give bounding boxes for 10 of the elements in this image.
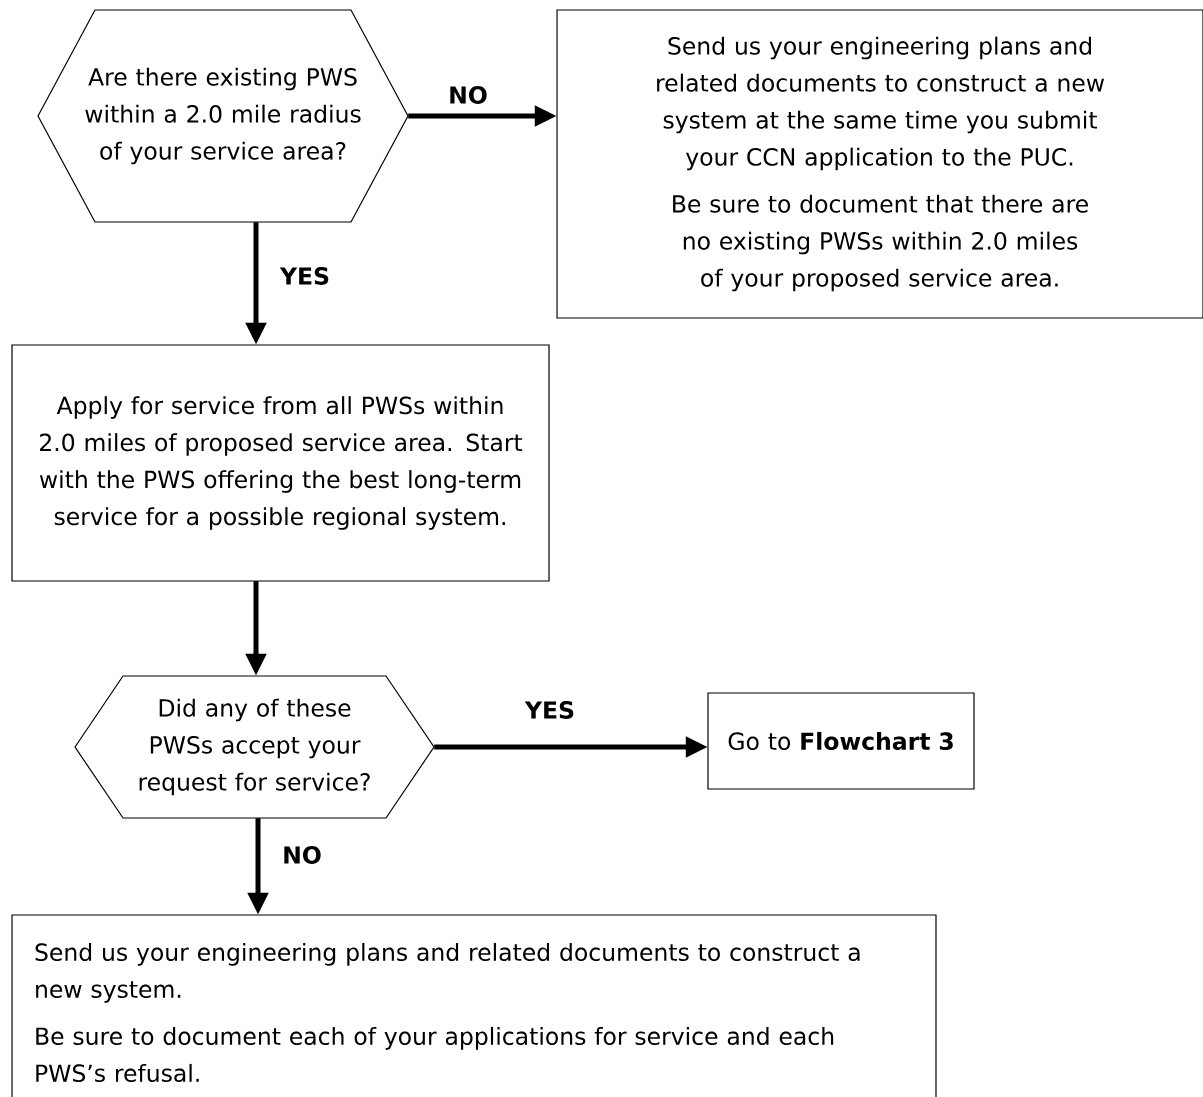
process-box: Send us your engineering plans and related documents to construct a new system. Be sure to document each of your applications for service and each PWS’s refusal.	[11, 914, 937, 1097]
edge-label: YES	[524, 700, 576, 720]
edge-label: YES	[279, 266, 331, 286]
decision-hexagon: Are there existing PWS within a 2.0 mile radius of your service area?	[37, 9, 409, 223]
decision-hexagon: Did any of these PWSs accept your request for service?	[74, 675, 435, 819]
process-box: Go to Flowchart 3	[707, 692, 975, 790]
edge-label: NO	[281, 845, 323, 865]
process-box: Send us your engineering plans and related documents to construct a new system at the same time you submit your CCN application to the PUC. Be sure to document that there are no existing PWSs within 2.0 miles of your proposed service area.	[556, 9, 1203, 319]
process-box: Apply for service from all PWSs within 2.0 miles of proposed service area. Start with the PWS offering the best long-term service for a possible regional system.	[11, 344, 550, 582]
edge-label: NO	[447, 85, 489, 105]
